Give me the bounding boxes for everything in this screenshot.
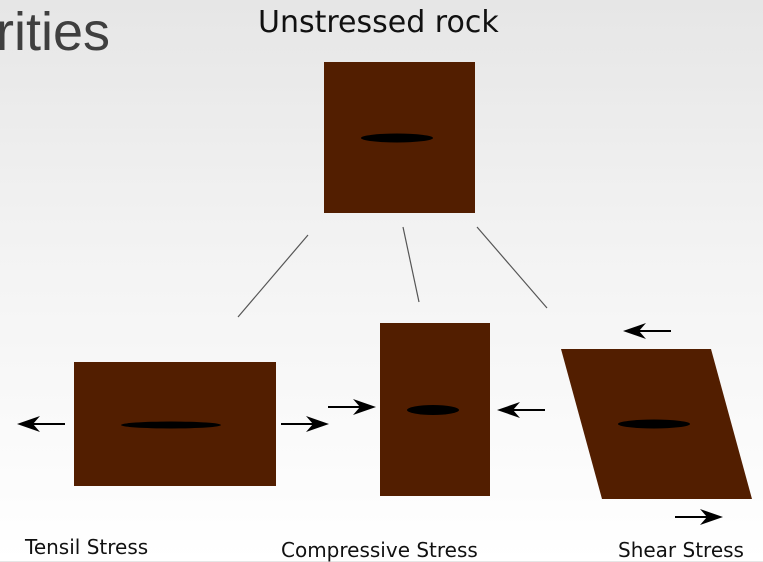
tensile-left-arrow-icon	[17, 416, 65, 432]
slide-title-fragment: rities	[0, 2, 111, 62]
compressive-crack	[407, 405, 459, 415]
shear-top-arrow-icon	[623, 323, 671, 339]
tensile-crack	[121, 421, 221, 429]
shear-bottom-arrow-icon	[675, 509, 723, 525]
shear-stress-label: Shear Stress	[618, 538, 744, 562]
unstressed-crack	[361, 133, 433, 143]
connector-line-compressive	[402, 226, 420, 303]
tensile-right-arrow-icon	[281, 416, 329, 432]
connector-line-shear	[476, 226, 548, 309]
tensile-stress-label: Tensil Stress	[25, 535, 149, 559]
shear-crack	[618, 419, 690, 429]
compressive-stress-label: Compressive Stress	[281, 538, 478, 562]
compressive-right-arrow-icon	[497, 402, 545, 418]
compressive-left-arrow-icon	[328, 399, 376, 415]
unstressed-rock-label: Unstressed rock	[258, 5, 499, 40]
connector-line-tensile	[237, 234, 309, 318]
